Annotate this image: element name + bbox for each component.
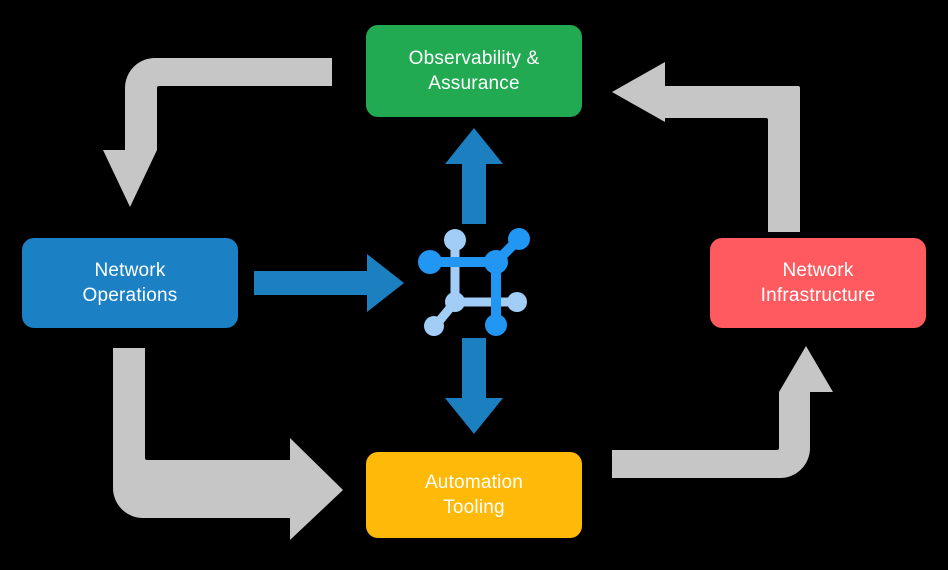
node-automation-tooling[interactable]: Automation Tooling	[366, 452, 582, 538]
arrow-operations-to-hub	[254, 254, 404, 312]
network-icon-dark-nodes	[418, 228, 530, 336]
network-icon-light-nodes	[424, 229, 527, 336]
arrow-operations-to-automation	[113, 348, 343, 540]
network-topology-icon	[418, 228, 530, 336]
arrow-automation-to-infrastructure	[612, 346, 833, 478]
arrow-observability-to-operations	[103, 58, 332, 207]
node-network-infrastructure[interactable]: Network Infrastructure	[710, 238, 926, 328]
node-network-operations[interactable]: Network Operations	[22, 238, 238, 328]
arrow-hub-to-observability	[445, 128, 503, 224]
node-observability-assurance[interactable]: Observability & Assurance	[366, 25, 582, 117]
arrow-infrastructure-to-observability	[612, 62, 800, 232]
arrow-hub-to-automation	[445, 338, 503, 434]
